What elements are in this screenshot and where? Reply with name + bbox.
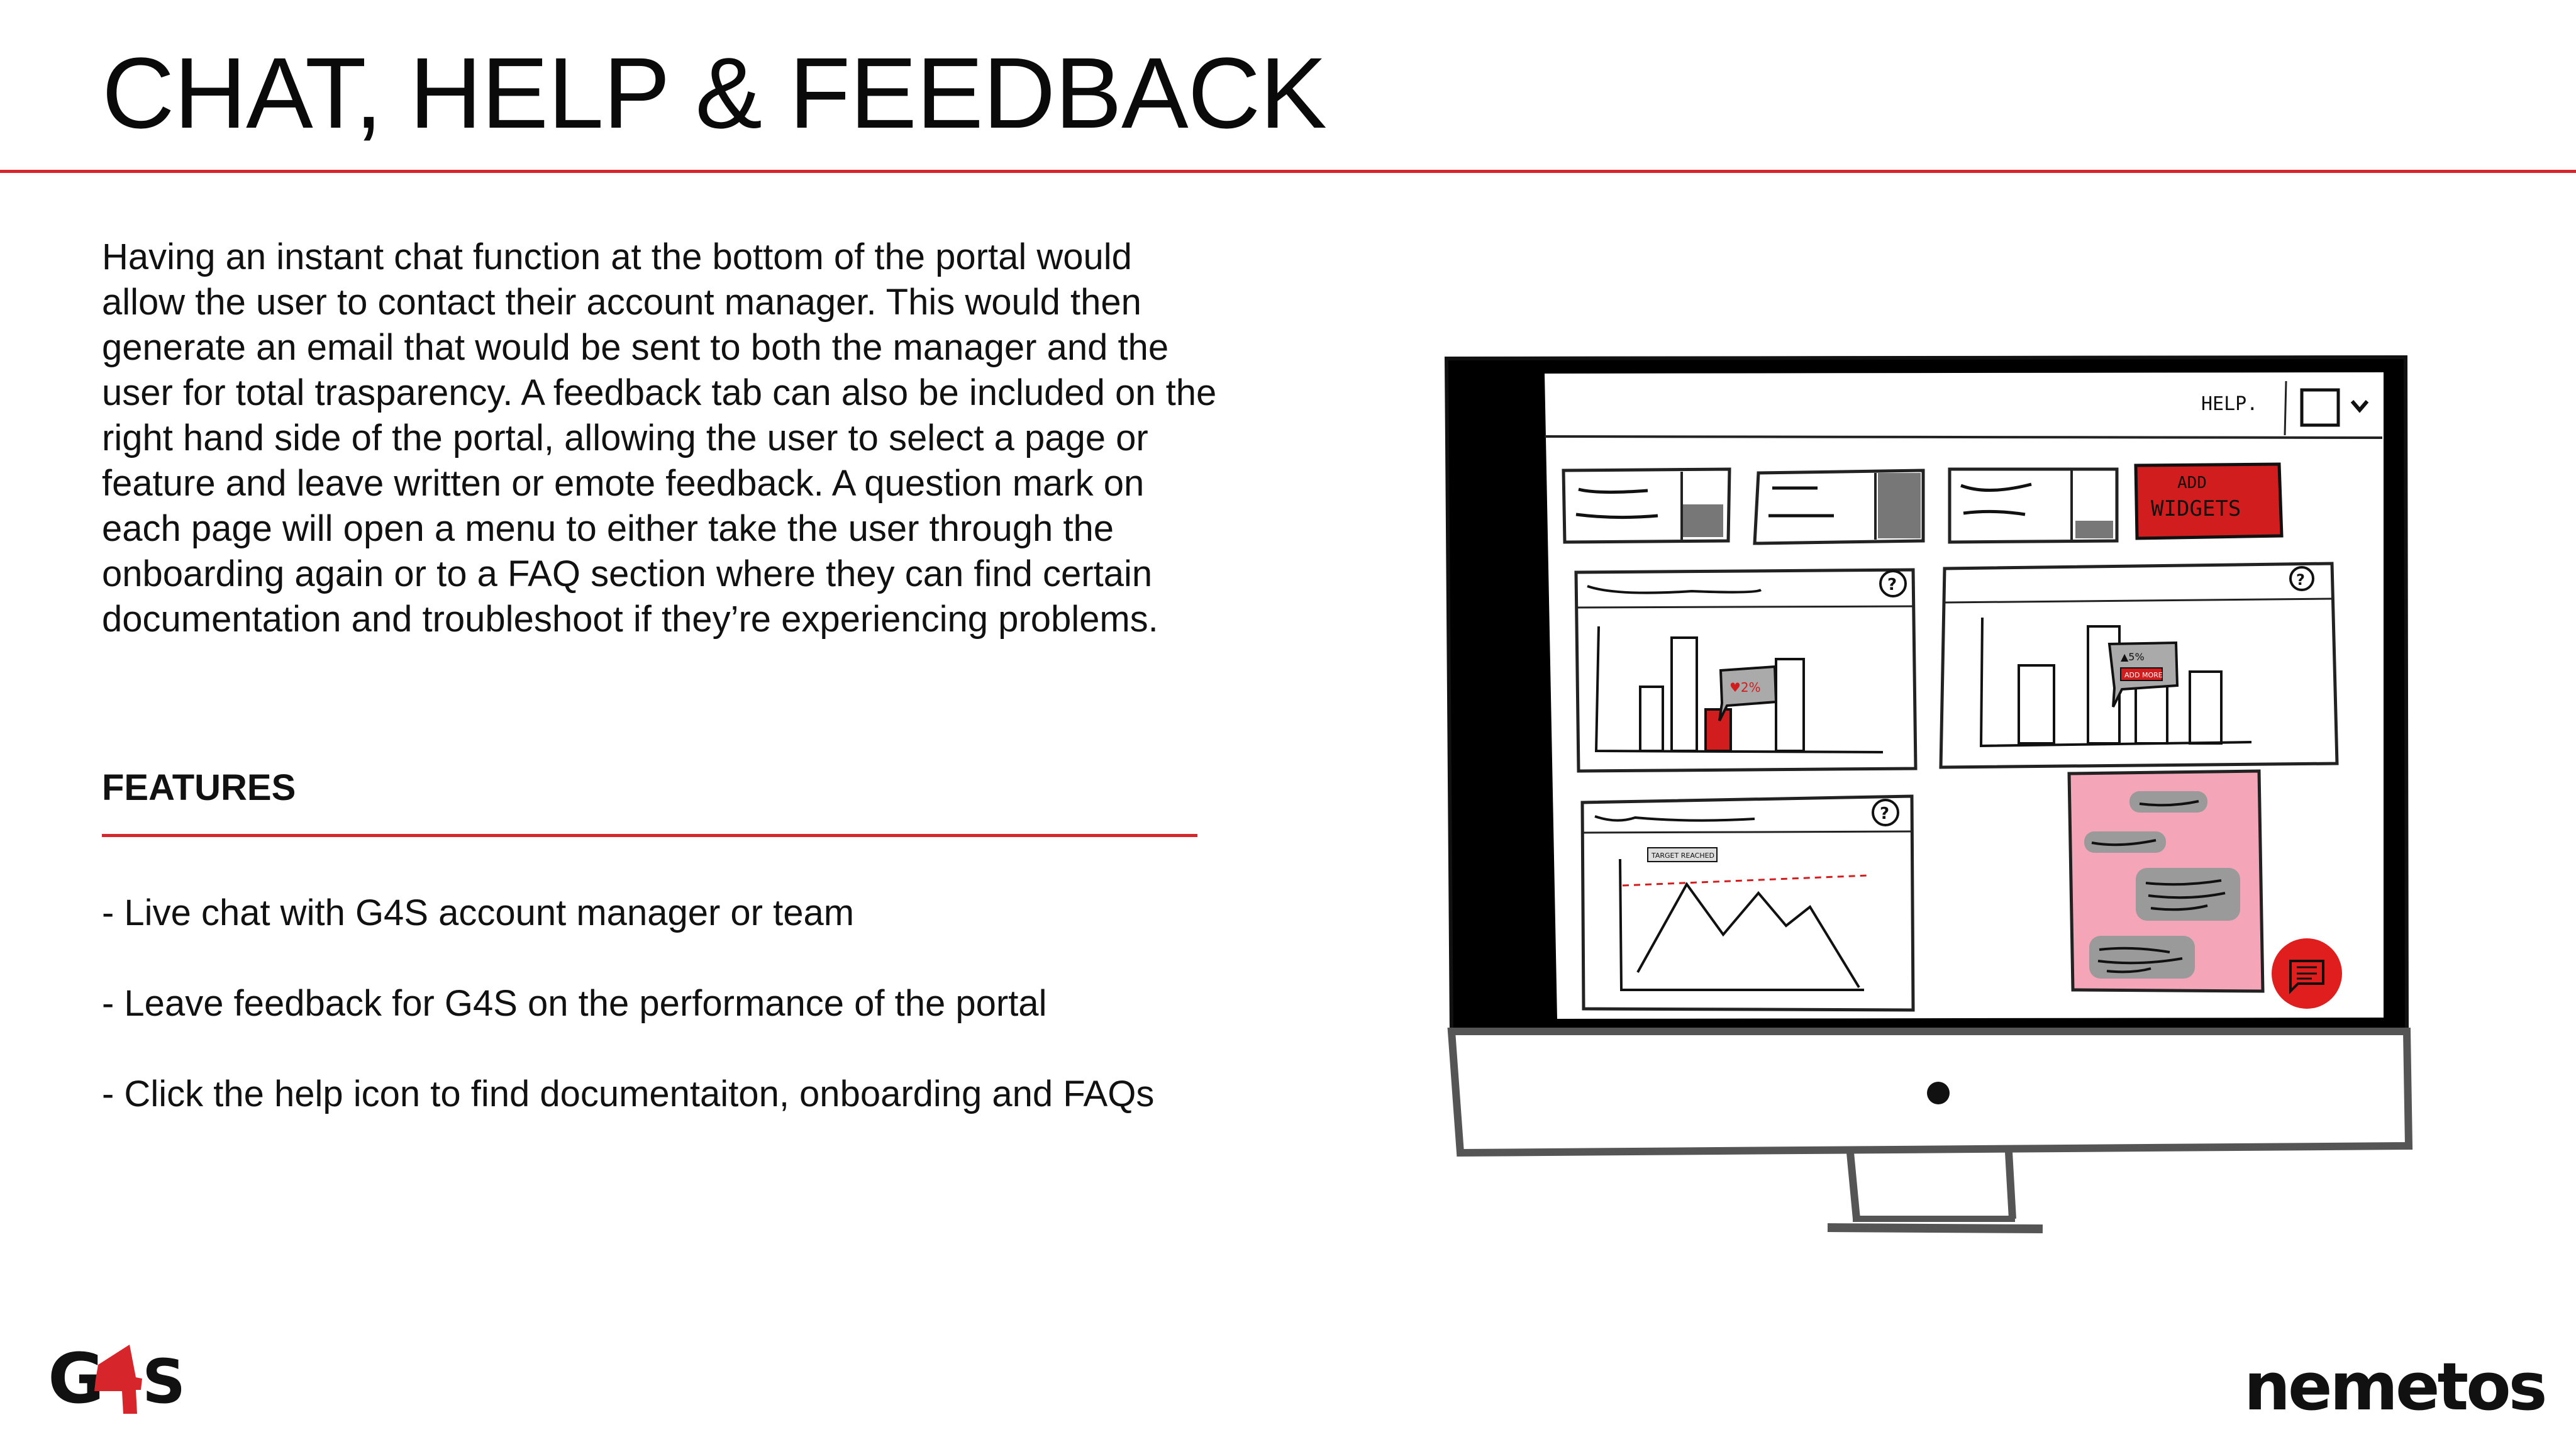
portal-sketch-illustration: HELP. ADD WIDGETS	[1444, 355, 2413, 1233]
stat-widget	[1753, 469, 1925, 545]
question-icon[interactable]	[2289, 566, 2314, 591]
g4s-logo: G S	[48, 1340, 186, 1419]
chat-message	[2129, 791, 2207, 813]
chat-message	[2084, 831, 2166, 853]
add-widgets-line2: WIDGETS	[2151, 496, 2241, 521]
bar-chart-widget: ? ▲5% ADD MORE	[1939, 562, 2339, 769]
monitor-power-dot	[1927, 1082, 1950, 1104]
chat-message	[2089, 936, 2195, 979]
bar-chart-widget: ? ♥2%	[1574, 568, 1918, 773]
add-widgets-button[interactable]: ADD WIDGETS	[2134, 462, 2284, 540]
chat-bubble-icon[interactable]	[2272, 938, 2342, 1009]
svg-text:G: G	[48, 1340, 104, 1419]
question-icon[interactable]	[1872, 799, 1899, 826]
tooltip-2-label: ▲5%	[2121, 651, 2145, 663]
dropdown-chevron-icon	[2350, 400, 2369, 413]
target-label: TARGET REACHED	[1651, 852, 1714, 860]
feature-item-help: - Click the help icon to find documentai…	[102, 1074, 1155, 1114]
nemetos-logo: nemetos	[2244, 1348, 2548, 1425]
slide-title: CHAT, HELP & FEEDBACK	[102, 36, 1327, 149]
features-heading: FEATURES	[102, 767, 296, 808]
feature-item-live-chat: - Live chat with G4S account manager or …	[102, 892, 855, 933]
stat-widget	[1948, 467, 2119, 544]
body-paragraph: Having an instant chat function at the b…	[102, 236, 1217, 640]
target-label-box	[1647, 847, 1718, 862]
chat-panel[interactable]	[2067, 769, 2342, 1009]
tooltip-add-more-label: ADD MORE	[2124, 671, 2163, 679]
features-divider	[102, 834, 1197, 837]
tooltip-1-label: ♥2%	[1729, 680, 1761, 695]
svg-text:?: ?	[2296, 571, 2305, 589]
tooltip-bubble	[1718, 665, 1778, 721]
title-divider	[0, 170, 2576, 173]
portal-screen: HELP. ADD WIDGETS	[1544, 372, 2384, 1019]
feature-item-feedback: - Leave feedback for G4S on the performa…	[102, 983, 1047, 1024]
question-icon[interactable]	[1879, 570, 1907, 597]
account-box	[2300, 388, 2340, 427]
stat-widget	[1562, 467, 1731, 544]
tooltip-add-more-button[interactable]	[2120, 667, 2163, 681]
svg-text:?: ?	[1887, 575, 1897, 594]
svg-text:?: ?	[1880, 804, 1889, 823]
help-link[interactable]: HELP.	[2201, 393, 2258, 415]
svg-text:S: S	[142, 1346, 186, 1417]
line-chart-widget: ? TARGET REACHED	[1580, 794, 1915, 1012]
add-widgets-line1: ADD	[2177, 474, 2207, 492]
